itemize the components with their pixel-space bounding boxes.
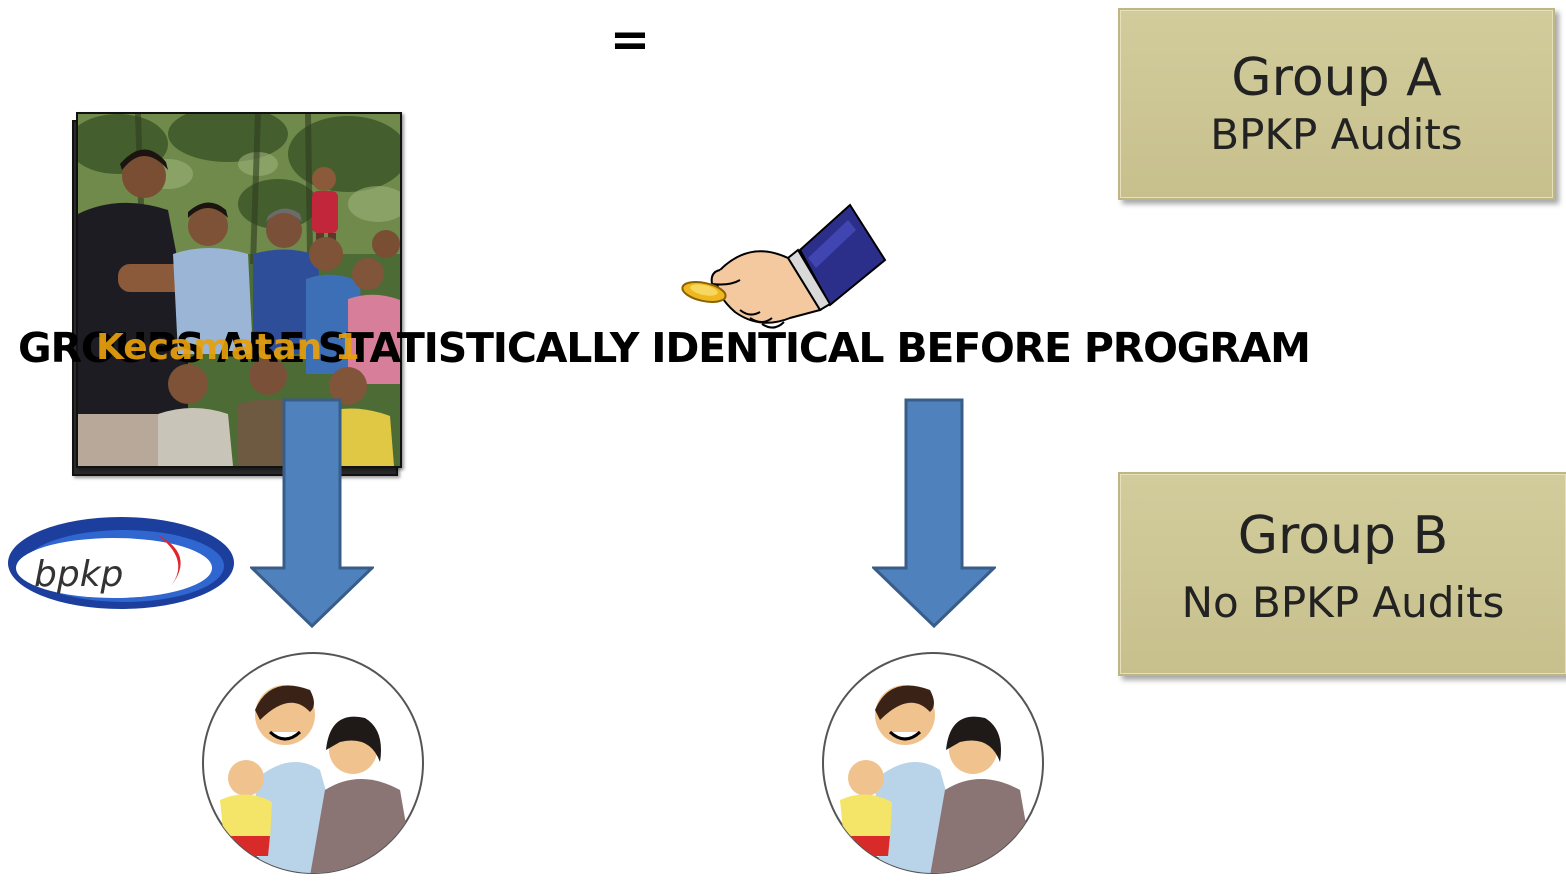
family-icon-right xyxy=(820,650,1046,876)
group-a-title: Group A xyxy=(1231,48,1442,108)
bpkp-logo: bpkp xyxy=(6,514,236,612)
headline: GROUPS ARE STATISTICALLY IDENTICAL BEFOR… xyxy=(18,324,1311,372)
group-a-subtitle: BPKP Audits xyxy=(1210,110,1463,159)
village-people-photo xyxy=(76,112,402,468)
down-arrow-right xyxy=(872,398,996,629)
family-icon-left xyxy=(200,650,426,876)
kecamatan-label: Kecamatan 1 xyxy=(96,327,360,368)
hand-flipping-coin-icon xyxy=(680,200,890,340)
equals-sign: = xyxy=(609,12,651,68)
group-a-box: Group A BPKP Audits xyxy=(1118,8,1555,200)
down-arrow-left xyxy=(250,398,374,629)
group-b-box: Group B No BPKP Audits xyxy=(1118,472,1566,676)
logo-text: bpkp xyxy=(34,554,123,595)
group-b-title: Group B xyxy=(1237,506,1449,566)
group-b-subtitle: No BPKP Audits xyxy=(1181,578,1505,627)
